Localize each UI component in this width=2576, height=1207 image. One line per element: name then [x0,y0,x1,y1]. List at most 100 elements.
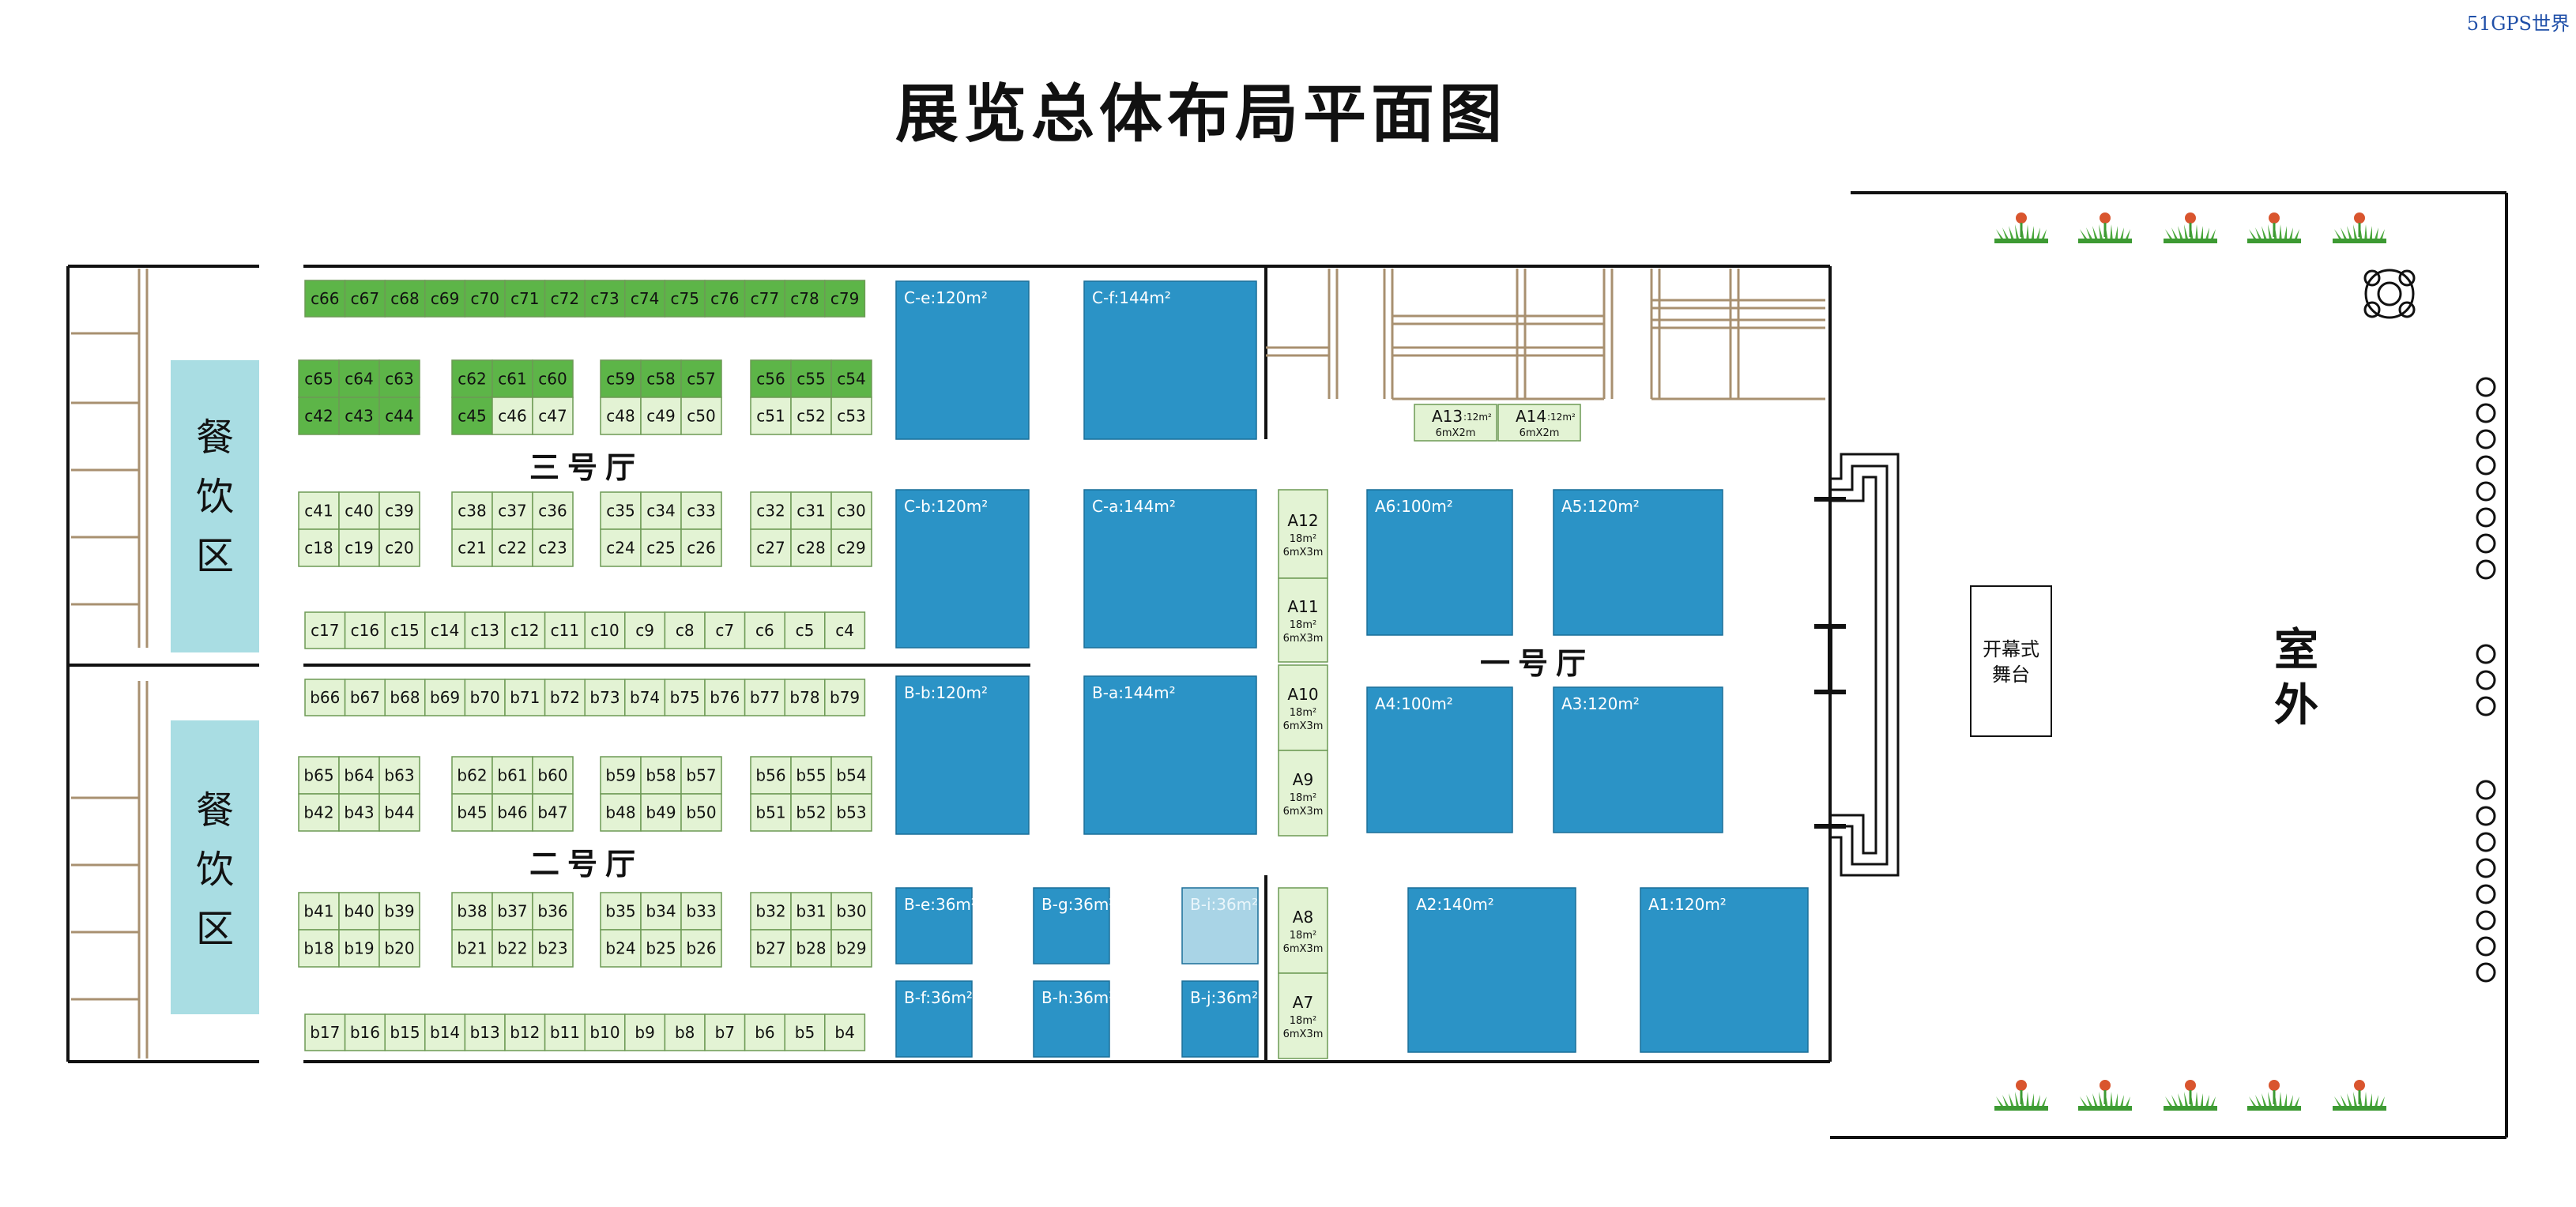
booth-c19[interactable]: c19 [338,528,380,567]
booth-b49[interactable]: b49 [640,793,682,832]
booth-c18[interactable]: c18 [298,528,340,567]
booth-c17[interactable]: c17 [304,611,346,649]
booth-c76[interactable]: c76 [704,280,746,318]
booth-b31[interactable]: b31 [790,892,832,931]
booth-b66[interactable]: b66 [304,679,346,716]
booth-b59[interactable]: b59 [600,756,642,795]
block-Cb[interactable]: C-b:120m² [895,489,1030,649]
booth-c35[interactable]: c35 [600,491,642,530]
booth-b58[interactable]: b58 [640,756,682,795]
booth-c49[interactable]: c49 [640,397,682,435]
booth-c59[interactable]: c59 [600,359,642,398]
booth-c12[interactable]: c12 [504,611,546,649]
booth-c5[interactable]: c5 [784,611,826,649]
booth-c70[interactable]: c70 [464,280,506,318]
booth-b67[interactable]: b67 [344,679,386,716]
booth-c48[interactable]: c48 [600,397,642,435]
block-Ba[interactable]: B-a:144m² [1083,675,1257,835]
booth-b38[interactable]: b38 [451,892,493,931]
booth-c74[interactable]: c74 [624,280,666,318]
booth-c26[interactable]: c26 [680,528,722,567]
booth-b10[interactable]: b10 [584,1013,626,1051]
booth-b69[interactable]: b69 [424,679,466,716]
booth-b25[interactable]: b25 [640,929,682,968]
booth-b11[interactable]: b11 [544,1013,586,1051]
booth-c10[interactable]: c10 [584,611,626,649]
booth-c25[interactable]: c25 [640,528,682,567]
booth-b54[interactable]: b54 [830,756,872,795]
booth-c16[interactable]: c16 [344,611,386,649]
block-A1[interactable]: A1:120m² [1640,887,1809,1053]
booth-b64[interactable]: b64 [338,756,380,795]
booth-b14[interactable]: b14 [424,1013,466,1051]
booth-c78[interactable]: c78 [784,280,826,318]
booth-b45[interactable]: b45 [451,793,493,832]
block-A2[interactable]: A2:140m² [1407,887,1576,1053]
booth-c32[interactable]: c32 [750,491,792,530]
booth-c68[interactable]: c68 [384,280,426,318]
booth-c33[interactable]: c33 [680,491,722,530]
booth-b8[interactable]: b8 [664,1013,706,1051]
booth-c53[interactable]: c53 [830,397,872,435]
booth-c37[interactable]: c37 [491,491,533,530]
booth-c41[interactable]: c41 [298,491,340,530]
booth-b78[interactable]: b78 [784,679,826,716]
booth-b62[interactable]: b62 [451,756,493,795]
booth-c6[interactable]: c6 [744,611,785,649]
booth-b20[interactable]: b20 [378,929,420,968]
booth-c79[interactable]: c79 [824,280,866,318]
booth-b18[interactable]: b18 [298,929,340,968]
booth-b79[interactable]: b79 [824,679,866,716]
booth-b63[interactable]: b63 [378,756,420,795]
booth-b13[interactable]: b13 [464,1013,506,1051]
booth-b36[interactable]: b36 [532,892,574,931]
booth-b15[interactable]: b15 [384,1013,426,1051]
booth-c23[interactable]: c23 [532,528,574,567]
booth-b70[interactable]: b70 [464,679,506,716]
booth-c42[interactable]: c42 [298,397,340,435]
block-Bi[interactable]: B-i:36m² [1181,887,1259,964]
block-Ce[interactable]: C-e:120m² [895,280,1030,440]
block-Be[interactable]: B-e:36m² [895,887,977,964]
booth-b68[interactable]: b68 [384,679,426,716]
booth-c14[interactable]: c14 [424,611,466,649]
booth-b34[interactable]: b34 [640,892,682,931]
booth-c38[interactable]: c38 [451,491,493,530]
booth-b42[interactable]: b42 [298,793,340,832]
booth-c7[interactable]: c7 [704,611,746,649]
booth-b37[interactable]: b37 [491,892,533,931]
booth-b44[interactable]: b44 [378,793,420,832]
booth-b61[interactable]: b61 [491,756,533,795]
booth-b22[interactable]: b22 [491,929,533,968]
booth-c44[interactable]: c44 [378,397,420,435]
booth-c56[interactable]: c56 [750,359,792,398]
booth-c75[interactable]: c75 [664,280,706,318]
booth-c4[interactable]: c4 [824,611,866,649]
booth-b33[interactable]: b33 [680,892,722,931]
booth-b60[interactable]: b60 [532,756,574,795]
booth-b48[interactable]: b48 [600,793,642,832]
booth-b21[interactable]: b21 [451,929,493,968]
booth-c63[interactable]: c63 [378,359,420,398]
booth-b73[interactable]: b73 [584,679,626,716]
booth-c58[interactable]: c58 [640,359,682,398]
block-Bg[interactable]: B-g:36m² [1033,887,1115,964]
booth-b24[interactable]: b24 [600,929,642,968]
booth-b29[interactable]: b29 [830,929,872,968]
booth-c64[interactable]: c64 [338,359,380,398]
booth-b19[interactable]: b19 [338,929,380,968]
booth-c31[interactable]: c31 [790,491,832,530]
booth-c28[interactable]: c28 [790,528,832,567]
booth-c66[interactable]: c66 [304,280,346,318]
booth-b35[interactable]: b35 [600,892,642,931]
booth-b27[interactable]: b27 [750,929,792,968]
booth-b28[interactable]: b28 [790,929,832,968]
booth-b12[interactable]: b12 [504,1013,546,1051]
booth-b23[interactable]: b23 [532,929,574,968]
block-A3[interactable]: A3:120m² [1553,686,1723,833]
booth-c13[interactable]: c13 [464,611,506,649]
